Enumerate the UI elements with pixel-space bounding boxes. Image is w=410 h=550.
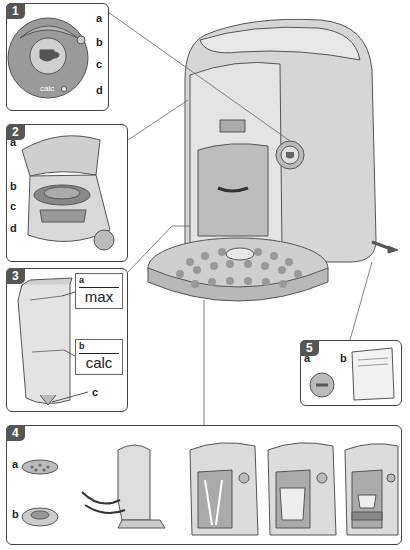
callout-letter: b [340,352,347,364]
figure-panel: 2 [6,124,128,262]
marking-text: max [79,287,119,306]
panel-number: 1 [6,3,25,19]
panel-number: 4 [6,425,25,441]
callout-letter: c [92,386,98,398]
marking-text: calc [79,353,119,372]
callout-letter: a [10,136,16,148]
callout-letter: b [79,341,85,351]
callout-letter: b [10,180,17,192]
callout-letter: a [79,275,84,285]
callout-letter: d [96,84,103,96]
callout-letter: b [96,36,103,48]
callout-letter: c [96,58,102,70]
symbol-box: a max [75,273,123,309]
button-marking: calc [40,84,54,93]
callout-letter: a [304,352,310,364]
callout-letter: a [12,458,18,470]
callout-letter: b [12,508,19,520]
figure-panel: 4 [6,425,402,545]
callout-letter: a [96,12,102,24]
callout-letter: c [10,200,16,212]
symbol-box: b calc [75,339,123,375]
callout-letter: d [10,222,17,234]
figure-panel: 5 [300,340,402,406]
figure-panel: 1 [6,3,109,111]
figure-panel: 3 a max b calc [6,268,128,412]
panel-number: 3 [6,268,25,284]
